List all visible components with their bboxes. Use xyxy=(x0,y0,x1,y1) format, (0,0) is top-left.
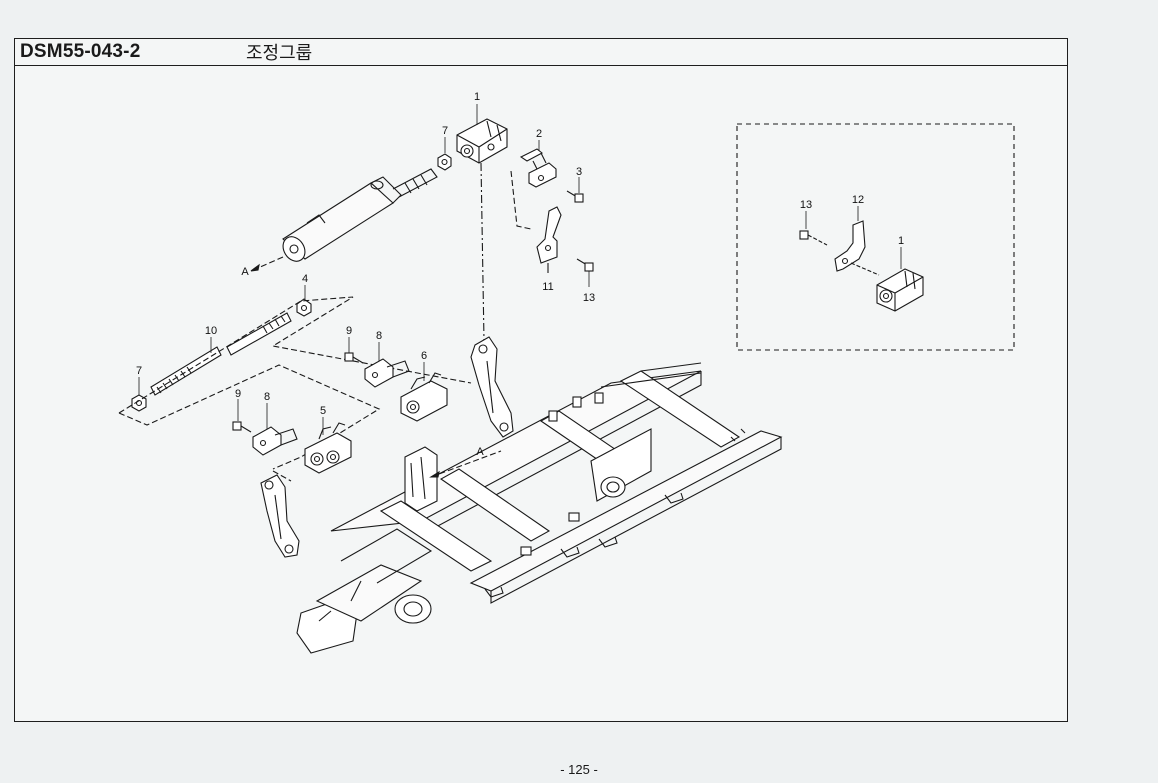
callout-9-lower: 9 xyxy=(235,388,241,400)
detail-bolt-13 xyxy=(799,230,828,246)
callout-3: 3 xyxy=(576,166,582,178)
callout-12-detail: 12 xyxy=(852,194,864,206)
page-number: - 125 - xyxy=(560,762,598,777)
pin-2 xyxy=(519,148,557,188)
view-marker-a-lower: A xyxy=(476,446,484,458)
callout-7-lower: 7 xyxy=(136,365,142,377)
nut-4 xyxy=(296,298,312,317)
callout-7-top: 7 xyxy=(442,125,448,137)
part-group-title: 조정그룹 xyxy=(246,43,313,64)
detail-view-box xyxy=(736,123,1015,351)
bolt-9-lower xyxy=(232,421,252,433)
callout-1: 1 xyxy=(474,91,480,103)
pin-8-lower xyxy=(252,426,298,456)
callout-13-detail: 13 xyxy=(800,199,812,211)
bolt-13 xyxy=(576,258,594,272)
callout-8-upper: 8 xyxy=(376,330,382,342)
callout-8-lower: 8 xyxy=(264,391,270,403)
clevis-6 xyxy=(400,372,448,422)
callout-2: 2 xyxy=(536,128,542,140)
detail-clevis-1 xyxy=(876,268,924,312)
view-marker-a-upper: A xyxy=(241,266,249,278)
lever-arm-right xyxy=(470,336,514,438)
callout-9-upper: 9 xyxy=(346,325,352,337)
pin-8-upper xyxy=(364,358,410,388)
detail-bracket-12 xyxy=(834,220,880,276)
chassis-frame xyxy=(296,362,783,654)
part-code: DSM55-043-2 xyxy=(20,41,141,62)
clevis-1 xyxy=(456,118,508,164)
diagram-frame: DSM55-043-2 조정그룹 xyxy=(14,38,1068,722)
callout-6: 6 xyxy=(421,350,427,362)
threaded-rod-10 xyxy=(150,312,292,396)
hydraulic-cylinder xyxy=(282,168,438,262)
callout-1-detail: 1 xyxy=(898,235,904,247)
diagram-header: DSM55-043-2 조정그룹 xyxy=(15,39,1067,66)
bracket-11 xyxy=(536,206,562,273)
nut-7-top xyxy=(437,153,452,171)
exploded-parts-drawing: 1 2 3 4 5 6 7 7 8 8 9 9 10 11 13 13 12 1… xyxy=(118,91,1015,654)
callout-4: 4 xyxy=(302,273,308,285)
lever-arm-left xyxy=(260,474,300,558)
bolt-3 xyxy=(566,190,584,203)
callout-10: 10 xyxy=(205,325,217,337)
callout-13: 13 xyxy=(583,292,595,304)
callout-5: 5 xyxy=(320,405,326,417)
callout-11: 11 xyxy=(542,281,553,293)
